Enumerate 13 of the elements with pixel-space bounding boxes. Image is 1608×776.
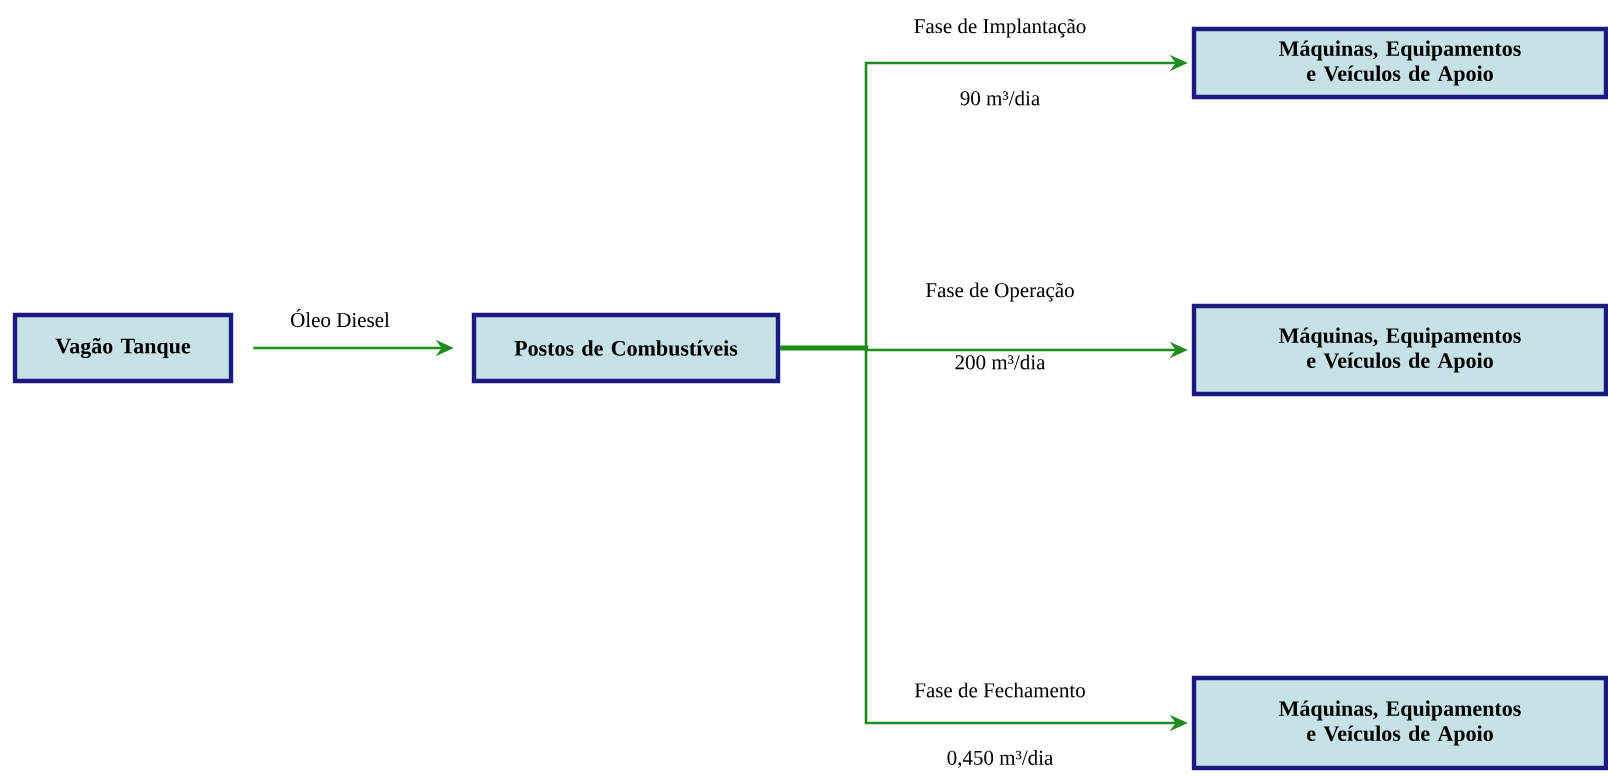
quantity-label: 200 m³/dia: [955, 354, 1046, 370]
quantity-label: 0,450 m³/dia: [947, 750, 1054, 768]
process-box: Postos de Combustíveis: [471, 312, 781, 384]
edge-label: Óleo Diesel: [291, 308, 390, 328]
process-box: Máquinas, Equipamentos e Veículos de Apoio: [1191, 26, 1608, 100]
process-box: Máquinas, Equipamentos e Veículos de Apoio: [1191, 675, 1608, 771]
edge-label: Fase de Operação: [925, 282, 1074, 302]
edge-label: Fase de Fechamento: [914, 682, 1085, 698]
edge-label: Fase de Implantação: [914, 18, 1086, 38]
quantity-label: 90 m³/dia: [960, 90, 1040, 106]
process-box: Vagão Tanque: [12, 312, 234, 384]
trunk-line: [780, 345, 869, 351]
process-box: Máquinas, Equipamentos e Veículos de Apoio: [1191, 303, 1608, 397]
